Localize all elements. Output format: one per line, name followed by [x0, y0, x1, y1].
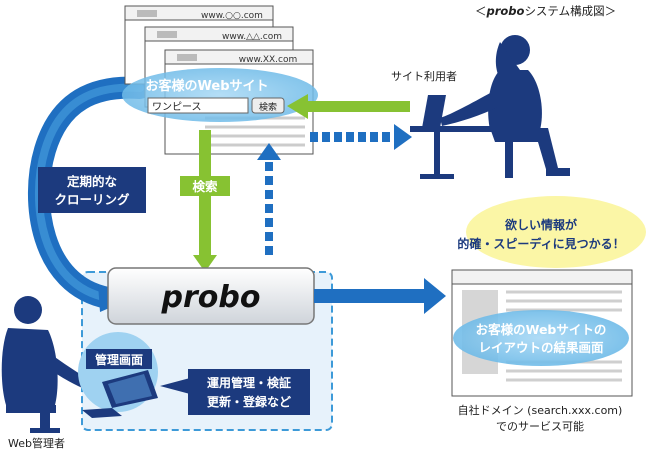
site-user-label: サイト利用者 [391, 70, 457, 83]
browser-url-1: www.○○.com [201, 11, 263, 21]
benefit-line2: 的確・スピーディに見つかる！ [457, 236, 624, 251]
crawling-label-line1: 定期的な [66, 174, 117, 189]
search-input[interactable] [147, 97, 249, 114]
crawling-label-box [38, 167, 146, 213]
diagram-title: ＜proboシステム構成図＞ [475, 4, 616, 18]
laptop-icon [82, 370, 158, 418]
results-to-user-arrow [310, 124, 412, 150]
search-button[interactable] [251, 97, 285, 114]
site-user-figure [410, 35, 570, 179]
admin-screen-label-box [86, 349, 152, 369]
search-input-value: ワンピース [152, 101, 202, 113]
admin-person-label: Web管理者 [8, 436, 65, 450]
search-label-box [180, 176, 230, 196]
admin-tasks-box [188, 369, 310, 415]
search-label: 検索 [192, 179, 218, 194]
admin-tasks-line2: 更新・登録など [207, 394, 291, 409]
result-layout-line2: レイアウトの結果画面 [478, 340, 604, 355]
browser-url-2: www.△△.com [222, 32, 282, 42]
domain-line2: でのサービス可能 [496, 419, 584, 433]
client-site-label: お客様のWebサイト [146, 78, 269, 94]
admin-tasks-line1: 運用管理・検証 [207, 375, 291, 390]
benefit-line1: 欲しい情報が [504, 217, 577, 232]
crawling-label-line2: クローリング [54, 192, 130, 207]
domain-line1: 自社ドメイン (search.xxx.com) [458, 403, 623, 417]
admin-tasks-pointer [160, 378, 190, 394]
user-to-search-arrow [287, 94, 410, 119]
search-button-label: 検索 [259, 101, 277, 113]
client-site-highlight [122, 68, 318, 122]
browser-url-3: www.XX.com [239, 55, 298, 65]
admin-screen-label: 管理画面 [95, 352, 143, 367]
result-layout-line1: お客様のWebサイトの [476, 322, 607, 337]
probo-to-site-arrow [257, 143, 281, 255]
probo-logo: probo [161, 280, 261, 315]
benefit-bubble [466, 196, 646, 268]
probo-to-results-arrow [314, 278, 446, 314]
result-layout-highlight [453, 310, 629, 366]
